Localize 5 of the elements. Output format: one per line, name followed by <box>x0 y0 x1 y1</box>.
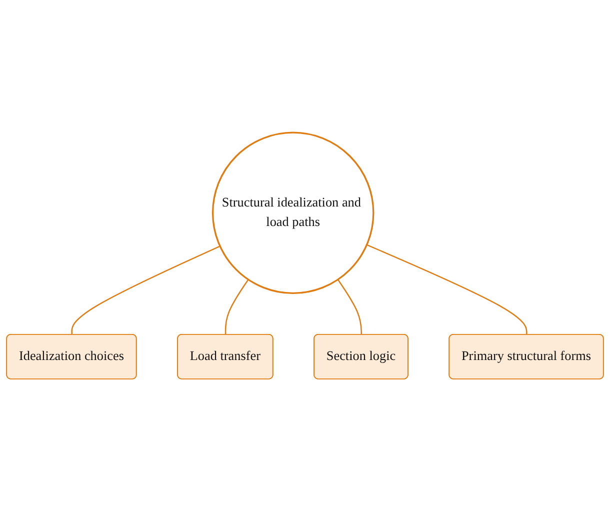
connector <box>71 245 220 335</box>
connector <box>366 244 528 335</box>
connector <box>337 278 362 335</box>
connector <box>224 278 249 335</box>
node-circle: Structural idealization and load paths <box>212 132 374 294</box>
